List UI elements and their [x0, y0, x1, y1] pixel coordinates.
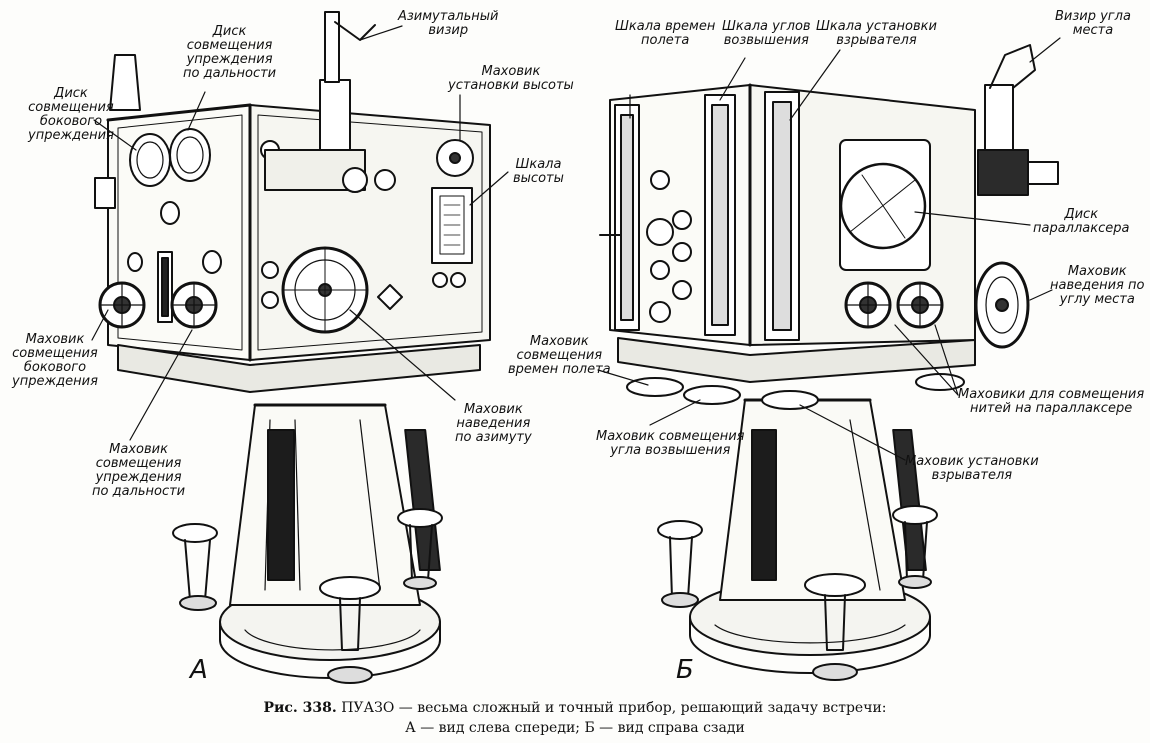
- device-a-lead-disks: [127, 128, 222, 323]
- device-a-azimuth-sight: [264, 11, 396, 193]
- device-a-column: [229, 403, 441, 606]
- device-a-left-handwheels: [98, 281, 218, 329]
- device-b-handwheels: [626, 261, 1030, 410]
- device-a-top-bracket: [109, 54, 141, 111]
- figure-caption-line-1: Рис. 338. ПУАЗО — весьма сложный и точны…: [0, 699, 1150, 718]
- caption-text-2: А — вид слева спереди; Б — вид справа сз…: [405, 720, 745, 736]
- device-b-column: [719, 398, 927, 601]
- device-b-feet: [657, 505, 938, 681]
- device-b: [599, 44, 1059, 681]
- leader-lines: [91, 25, 1061, 461]
- device-b-site-sight: [977, 44, 1059, 196]
- view-b-letter: Б: [676, 655, 694, 685]
- caption-text-1: ПУАЗО — весьма сложный и точный прибор, …: [341, 700, 887, 716]
- view-a-letter: А: [190, 655, 208, 685]
- device-a-side-knob: [94, 177, 116, 209]
- device-b-body: [609, 83, 976, 383]
- caption-label: Рис. 338.: [263, 700, 337, 716]
- device-a-feet: [172, 508, 443, 684]
- figure-caption-line-2: А — вид слева спереди; Б — вид справа сз…: [0, 719, 1150, 738]
- device-b-parallax-disk: [839, 139, 931, 271]
- device-a: [94, 11, 491, 684]
